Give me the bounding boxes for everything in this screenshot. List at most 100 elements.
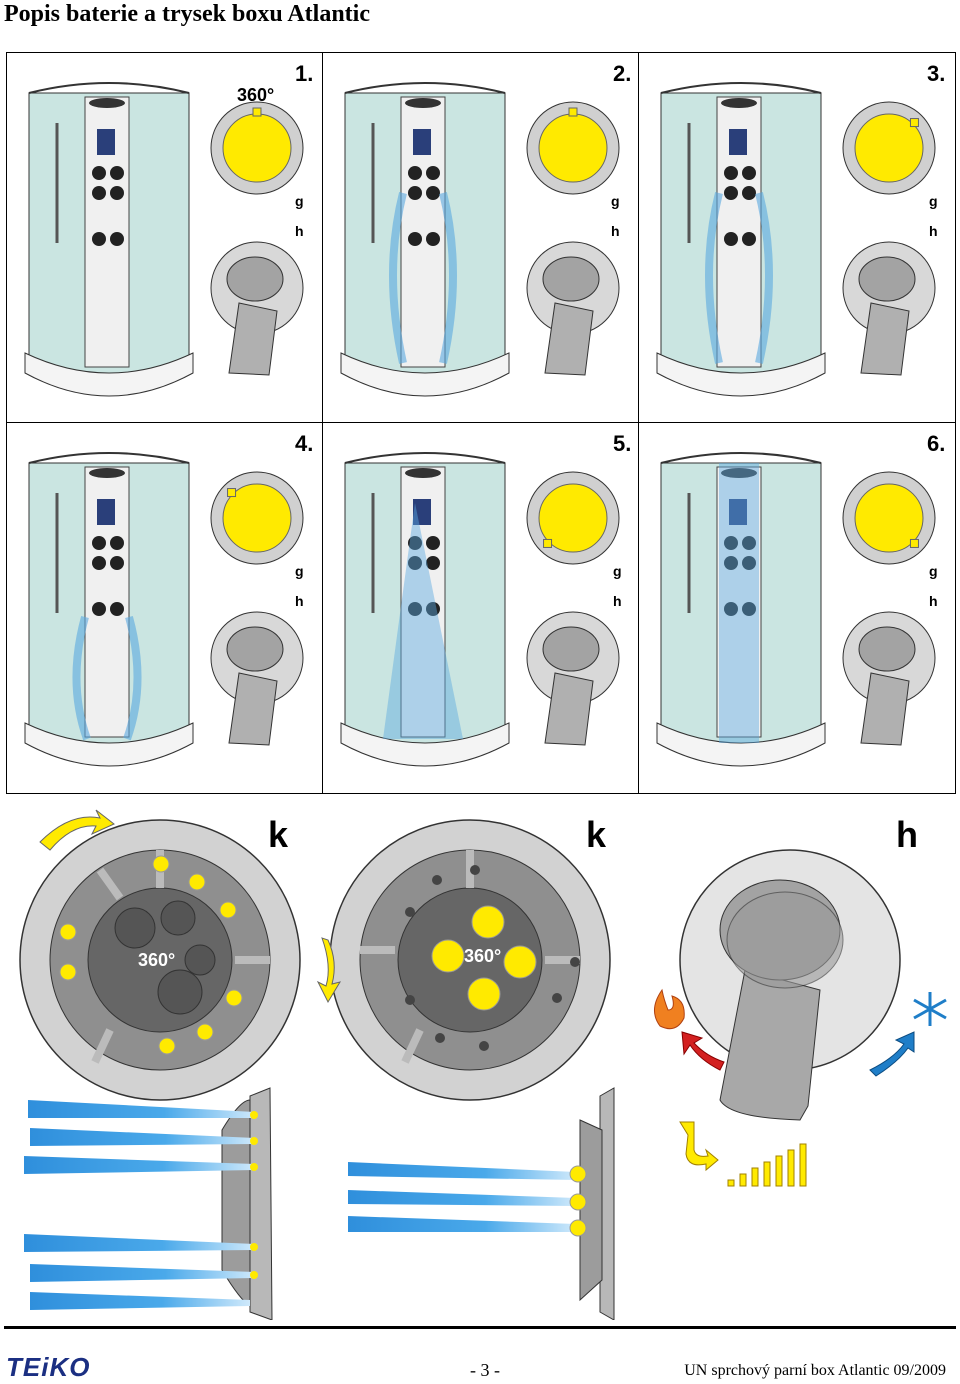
water-spray (383, 503, 463, 739)
rain-head (405, 98, 441, 108)
panel-number: 2. (613, 61, 632, 86)
panel-5-illustration (340, 452, 620, 767)
massage-jet (742, 556, 756, 570)
panel-6: 6. g h (639, 423, 955, 793)
knob-g-dial (538, 483, 608, 553)
label-g: g (613, 563, 622, 579)
massage-jet (92, 536, 106, 550)
knob-k-left (19, 809, 301, 1101)
hot-arrow-icon (681, 1031, 725, 1071)
massage-jet (426, 232, 440, 246)
control-display (413, 499, 431, 525)
knob-g-dial (854, 483, 924, 553)
massage-jet (110, 536, 124, 550)
document-info: UN sprchový parní box Atlantic 09/2009 (684, 1362, 946, 1379)
shower-tray (340, 722, 510, 767)
massage-jet (408, 556, 422, 570)
massage-jet (408, 602, 422, 616)
shower-cabin (340, 452, 510, 767)
massage-jet (408, 536, 422, 550)
water-spray (72, 615, 142, 741)
knob-g (210, 471, 304, 565)
knob-g (842, 101, 936, 195)
shower-column (400, 466, 446, 738)
shower-cabin (656, 452, 826, 767)
massage-jet (110, 556, 124, 570)
label-h: h (611, 223, 620, 239)
knob-g (526, 101, 620, 195)
shower-cabin (24, 82, 194, 397)
massage-jet (92, 186, 106, 200)
shower-tray (656, 352, 826, 397)
rain-head (89, 468, 125, 478)
massage-jet (724, 602, 738, 616)
panel-number: 1. (295, 61, 314, 86)
panel-2-illustration (340, 82, 620, 397)
knob-g-pointer (568, 107, 578, 117)
shower-tray (24, 352, 194, 397)
pressure-scale-icon (727, 1143, 807, 1187)
instruction-grid: 1. g h 360° 2. g h 3. g h 4. g h 5. g h … (6, 52, 956, 794)
knob-h-lever (860, 302, 910, 376)
water-spray (719, 463, 759, 743)
knob-h (210, 611, 304, 746)
label-g: g (295, 193, 304, 209)
footer-divider (4, 1326, 956, 1329)
water-spray (705, 192, 773, 364)
panel-number: 3. (927, 61, 946, 86)
knob-h-cap (226, 256, 284, 302)
massage-jet (426, 556, 440, 570)
massage-jet (92, 602, 106, 616)
cold-snowflake-icon (913, 992, 947, 1026)
knob-h-lever (228, 302, 278, 376)
massage-jet (92, 232, 106, 246)
panel-6-illustration (656, 452, 936, 767)
knob-g-pointer (543, 538, 553, 548)
shower-tray (340, 352, 510, 397)
panel-2: 2. g h (323, 53, 639, 423)
knob-h-lever (860, 672, 910, 746)
massage-jet (742, 602, 756, 616)
page-number: - 3 - (470, 1360, 500, 1380)
shower-cabin (656, 82, 826, 397)
massage-jet (110, 186, 124, 200)
massage-jet (724, 556, 738, 570)
rain-head (721, 468, 757, 478)
cold-arrow-icon (869, 1031, 915, 1077)
control-display (97, 499, 115, 525)
control-display (413, 129, 431, 155)
panel-5: 5. g h (323, 423, 639, 793)
rain-head (721, 98, 757, 108)
knob-g-dial (538, 113, 608, 183)
knob-h (210, 241, 304, 376)
side-jets-left (24, 1087, 273, 1321)
rain-head (405, 468, 441, 478)
label-g: g (929, 193, 938, 209)
label-h: h (613, 593, 622, 609)
rain-head (89, 98, 125, 108)
massage-jet (742, 232, 756, 246)
massage-jet (110, 232, 124, 246)
knob-h (842, 241, 936, 376)
knob-h (526, 611, 620, 746)
knob-h-cap (542, 626, 600, 672)
page-title: Popis baterie a trysek boxu Atlantic (4, 1, 370, 27)
massage-jet (110, 602, 124, 616)
knob-g (842, 471, 936, 565)
up-turn-arrow-icon (679, 1121, 719, 1172)
massage-jet (426, 536, 440, 550)
knob-k-right (316, 819, 611, 1101)
control-display (97, 129, 115, 155)
massage-jet (742, 166, 756, 180)
knob-h-cap (226, 626, 284, 672)
knob-h (842, 611, 936, 746)
massage-jet (426, 186, 440, 200)
label-g: g (611, 193, 620, 209)
massage-jet (742, 536, 756, 550)
control-display (729, 129, 747, 155)
cabin-roof (28, 82, 190, 94)
panel-4: 4. g h (7, 423, 323, 793)
knob-g-dial (222, 113, 292, 183)
cabin-roof (660, 82, 822, 94)
label-h: h (295, 593, 304, 609)
